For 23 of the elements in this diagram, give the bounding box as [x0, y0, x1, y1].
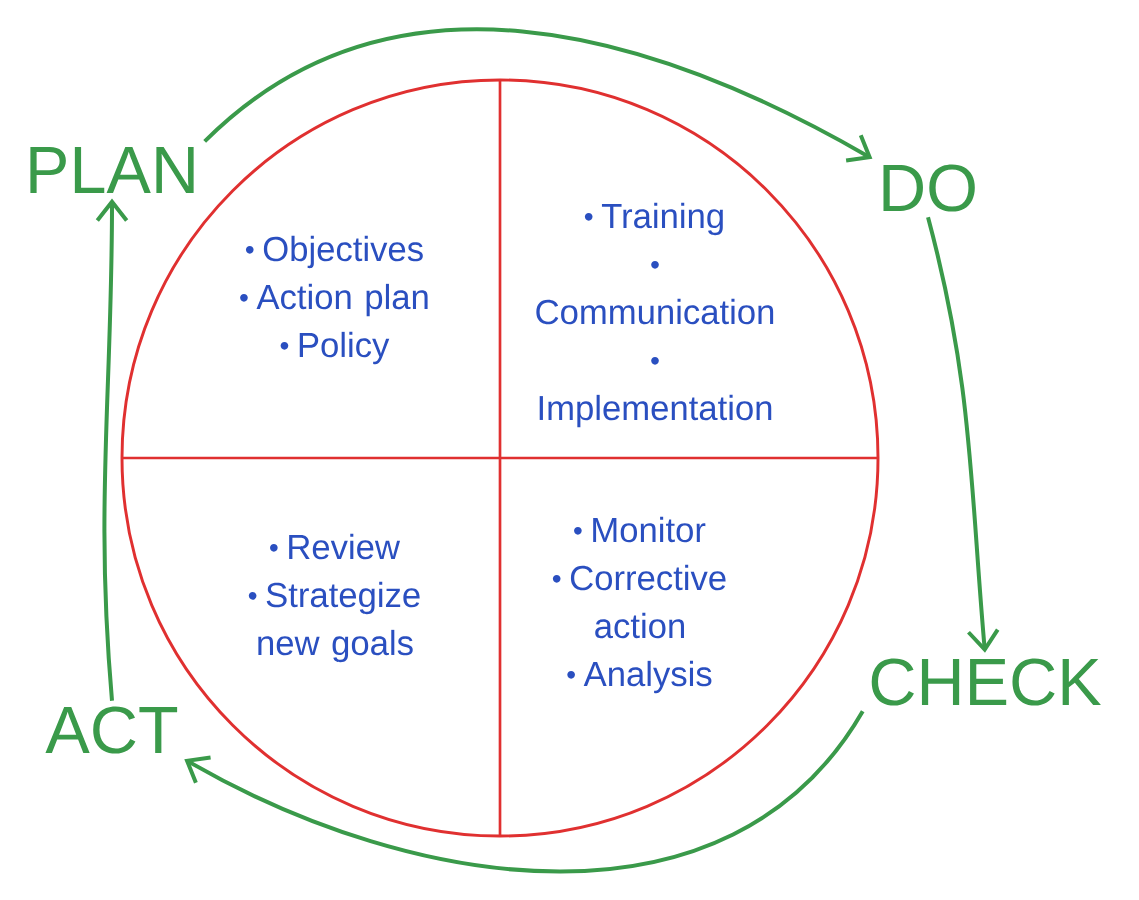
- stage-label: PLAN: [30, 147, 194, 193]
- node-label: Corrective action: [570, 564, 726, 639]
- cycle-arrow: [184, 710, 865, 874]
- cycle-arrow: [95, 198, 129, 701]
- bullet-list: Objectives Action plan Policy: [240, 235, 428, 365]
- bullet-list: Training Communication Implementation: [536, 202, 774, 428]
- node-label: Policy: [299, 331, 390, 365]
- node-label: Monitor: [593, 516, 706, 543]
- node-label: Implementation: [539, 394, 772, 428]
- node-label: Objectives: [263, 235, 423, 269]
- stage-label: CHECK: [871, 658, 1101, 706]
- node-label: Analysis: [583, 660, 712, 694]
- cycle-arrow: [926, 216, 1000, 653]
- node-label: Training: [601, 202, 723, 236]
- stage-label: ACT: [45, 706, 178, 754]
- stage-label: DO: [883, 164, 975, 212]
- node-label: Action plan: [256, 283, 428, 317]
- bullet-list: Review Strategize new goals: [248, 533, 420, 663]
- node-label: Strategize new goals: [258, 581, 420, 663]
- node-label: Review: [289, 533, 401, 560]
- node-label: Communication: [536, 298, 774, 325]
- bullet-list: Monitor Corrective action Analysis: [552, 516, 726, 694]
- cycle-arrow: [203, 27, 873, 163]
